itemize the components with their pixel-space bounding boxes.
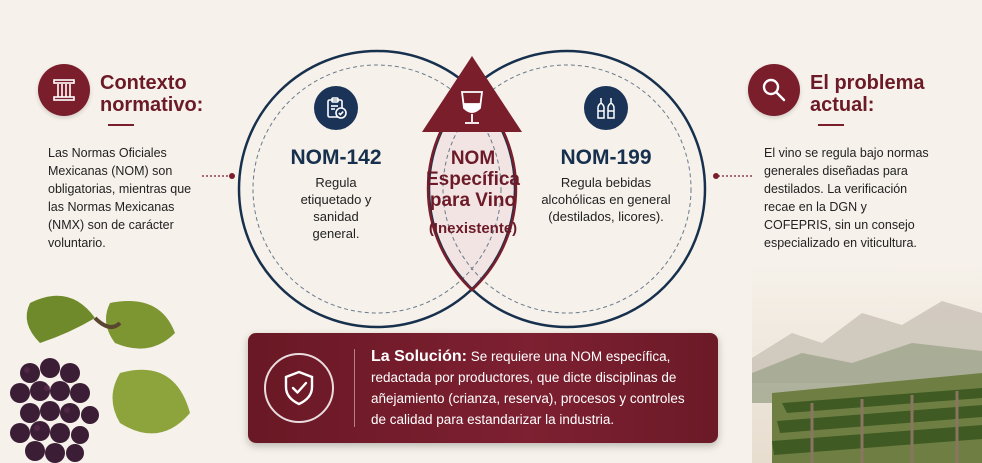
clipboard-check-icon xyxy=(314,86,358,130)
nom-199-block: NOM-199 Regula bebidas alcohólicas en ge… xyxy=(540,146,672,225)
intersection-outline xyxy=(426,86,518,292)
nom-wine-status: (Inexistente) xyxy=(428,220,518,237)
nom-142-code: NOM-142 xyxy=(290,146,382,169)
magnifier-icon xyxy=(748,64,800,116)
solution-body: Se requiere una NOM específica, redactad… xyxy=(371,349,685,427)
left-dashed-ring xyxy=(252,64,502,314)
bottles-icon xyxy=(584,86,628,130)
center-triangle xyxy=(422,56,522,132)
right-connector xyxy=(713,173,752,179)
context-text: Las Normas Oficiales Mexicanas (NOM) son… xyxy=(48,146,192,250)
shield-check-icon xyxy=(264,353,334,423)
solution-divider xyxy=(354,349,355,427)
column-icon xyxy=(38,64,90,116)
context-rule xyxy=(108,124,134,126)
nom-199-code: NOM-199 xyxy=(560,146,652,169)
nom-142-desc: Regula etiquetado y sanidad general. xyxy=(300,175,372,241)
solution-box: La Solución: Se requiere una NOM específ… xyxy=(248,333,718,443)
problem-title: El problema actual: xyxy=(810,72,925,116)
vineyard-illustration xyxy=(752,263,982,463)
nom-199-desc: Regula bebidas alcohólicas en general (d… xyxy=(541,175,671,224)
left-connector xyxy=(202,173,235,179)
right-dashed-ring xyxy=(442,64,692,314)
context-panel: Contexto normativo: Las Normas Oficiales… xyxy=(38,64,238,252)
nom-wine-title: NOM Específica para Vino xyxy=(426,148,520,211)
solution-label: La Solución: xyxy=(371,348,467,365)
nom-142-block: NOM-142 Regula etiquetado y sanidad gene… xyxy=(272,146,400,242)
context-title: Contexto normativo: xyxy=(100,72,204,116)
problem-text: El vino se regula bajo normas generales … xyxy=(764,146,929,250)
problem-panel: El problema actual: El vino se regula ba… xyxy=(748,64,968,252)
solution-text: La Solución: Se requiere una NOM específ… xyxy=(371,346,701,430)
problem-rule xyxy=(818,124,844,126)
wine-glass-icon xyxy=(460,91,484,124)
grapes-illustration xyxy=(0,263,200,463)
